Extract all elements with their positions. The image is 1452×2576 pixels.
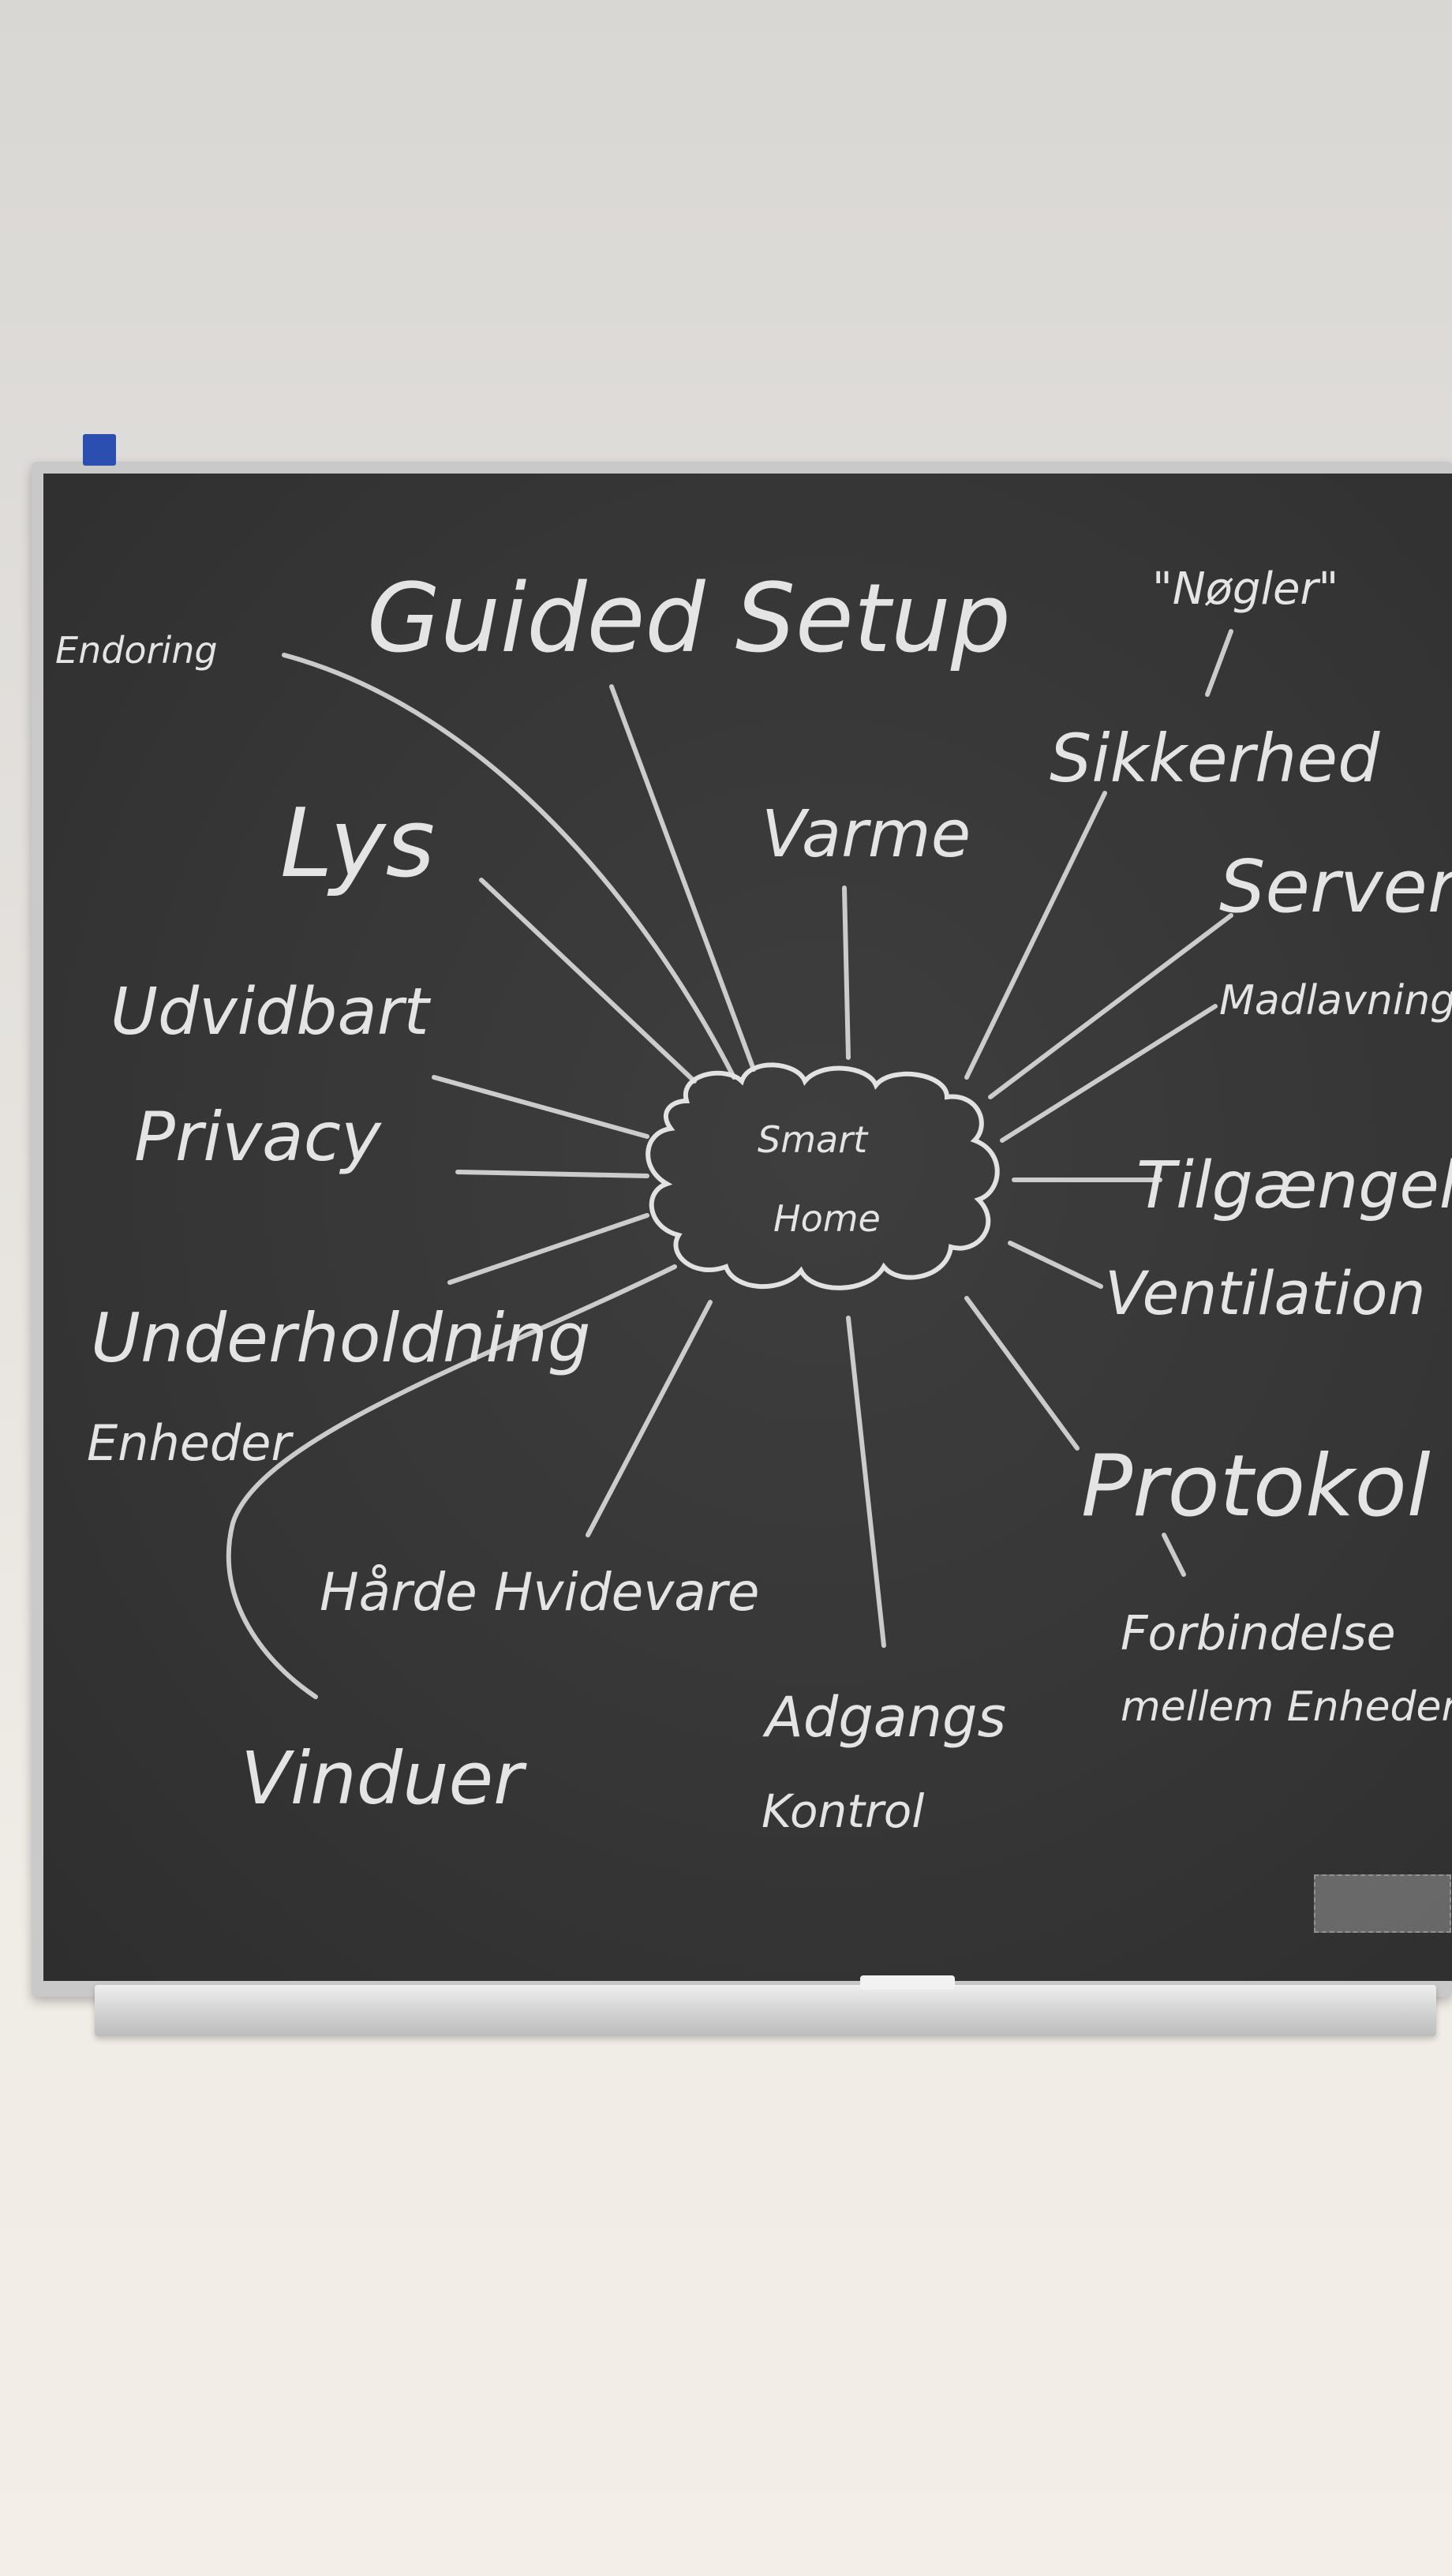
spoke-privacy (455, 1170, 649, 1178)
label-nogler: "Nøgler" (1152, 564, 1338, 615)
spoke-server (988, 913, 1233, 1099)
label-tilgaengelighed: Tilgængelighed (1136, 1148, 1452, 1223)
center-label-line2: Home (773, 1197, 881, 1240)
label-guided-setup: Guided Setup (367, 564, 1011, 674)
spoke-protokol (964, 1296, 1080, 1451)
spoke-lys (479, 878, 697, 1084)
label-haarde-hvidevarer: Hårde Hvidevare (320, 1562, 759, 1623)
label-lys: Lys (280, 789, 435, 899)
spoke-underholdning (447, 1213, 649, 1285)
blue-magnet (83, 434, 116, 466)
label-udvidbart: Udvidbart (110, 975, 431, 1050)
link-protokol-forbindelse (1162, 1533, 1186, 1577)
label-underholdning: Underholdning (91, 1299, 590, 1378)
label-forbindelse-line1: Forbindelse (1121, 1606, 1396, 1661)
spoke-udvidbart (432, 1075, 649, 1139)
label-enheder: Enheder (87, 1414, 294, 1472)
spoke-madlavning (1000, 1004, 1218, 1143)
label-ventilation: Ventilation (1105, 1258, 1426, 1328)
label-adgangs: Adgangs (762, 1685, 1006, 1750)
center-label-line1: Smart (758, 1118, 869, 1161)
label-madlavning: Madlavning (1219, 977, 1452, 1024)
label-kontrol: Kontrol (762, 1784, 924, 1838)
chalkboard (43, 474, 1452, 1981)
label-endoring: Endoring (55, 629, 218, 672)
spoke-sikkerhed (964, 791, 1107, 1080)
label-varme: Varme (762, 797, 971, 872)
label-privacy: Privacy (134, 1098, 382, 1177)
spoke-ventilation (1008, 1241, 1103, 1289)
chalk-tray (95, 1985, 1436, 2036)
spoke-guided-setup (609, 684, 756, 1072)
spoke-varme (842, 886, 851, 1060)
board-sticker (1314, 1874, 1451, 1933)
label-sikkerhed: Sikkerhed (1050, 720, 1380, 797)
spoke-haarde-hvidevarer (586, 1300, 713, 1537)
spoke-endoring (282, 653, 736, 1080)
label-forbindelse-line2: mellem Enheder (1121, 1683, 1452, 1731)
center-cloud (646, 1062, 1000, 1290)
spoke-vinduer (226, 1264, 677, 1699)
spoke-lines (226, 629, 1233, 1699)
label-server: Server (1219, 844, 1452, 929)
label-vinduer: Vinduer (241, 1736, 527, 1821)
chalk-stick (860, 1975, 955, 1990)
label-protokol: Protokol (1081, 1437, 1431, 1536)
link-nogler-sikkerhed (1205, 629, 1233, 697)
spoke-adgangs-kontrol (846, 1316, 886, 1648)
